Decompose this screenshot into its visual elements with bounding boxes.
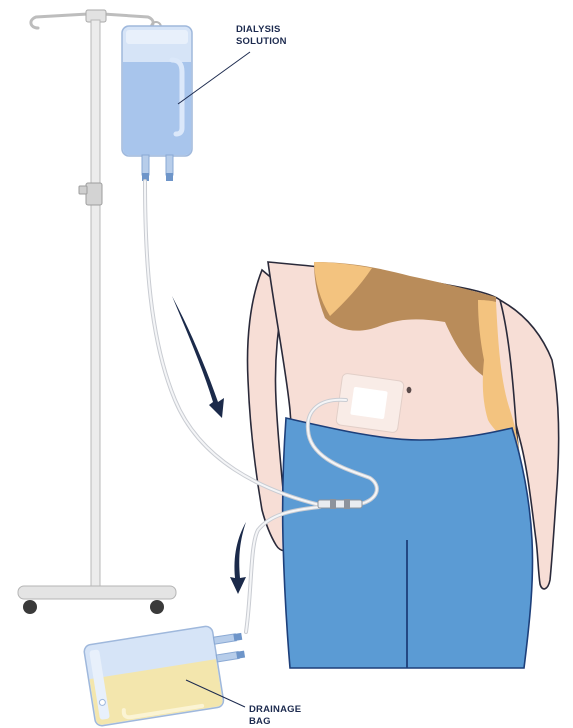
pole-wheel-left bbox=[23, 600, 37, 614]
drainage-port-lower-tip bbox=[236, 651, 245, 659]
inflow-arrow bbox=[172, 296, 224, 418]
bag-top-seal bbox=[126, 30, 188, 44]
drainage-label-line1: DRAINAGE bbox=[249, 704, 301, 715]
connector-body bbox=[318, 500, 362, 508]
dialysis-label-line2: SOLUTION bbox=[236, 36, 287, 47]
drainage-port-upper-tip bbox=[233, 633, 242, 641]
connector-ring-2 bbox=[344, 499, 350, 509]
dialysis-label-line1: DIALYSIS bbox=[236, 24, 281, 35]
pole-wheel-right bbox=[150, 600, 164, 614]
drainage-label-line2: BAG bbox=[249, 716, 271, 727]
bag-port-left bbox=[142, 155, 149, 175]
pole-clamp bbox=[86, 183, 102, 205]
connector-ring-1 bbox=[330, 499, 336, 509]
pole-hook-left bbox=[31, 14, 88, 28]
tube-connector bbox=[318, 499, 362, 509]
drainage-bag-hole bbox=[99, 699, 106, 706]
pole-base bbox=[18, 586, 176, 599]
navel bbox=[407, 387, 412, 393]
drainage-port-upper bbox=[214, 634, 237, 644]
outflow-arrow bbox=[230, 522, 246, 594]
bag-port-right bbox=[166, 155, 173, 175]
drainage-bag bbox=[83, 621, 252, 727]
dressing-pad bbox=[350, 387, 388, 419]
bag-port-right-tip bbox=[166, 173, 173, 181]
pole-shaft bbox=[91, 20, 100, 590]
drainage-port-lower bbox=[216, 652, 239, 662]
pole-clamp-knob bbox=[79, 186, 87, 194]
